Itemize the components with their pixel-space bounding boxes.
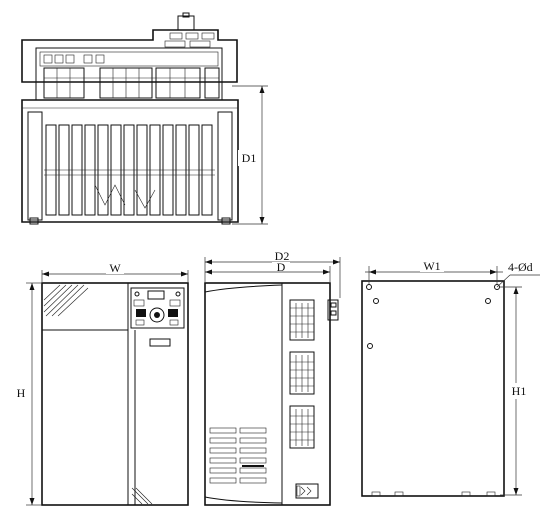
dimension-h: H — [12, 282, 42, 506]
dimension-d2-d: D2 D — [204, 249, 341, 298]
terminal-row-top — [43, 32, 215, 64]
front-view — [41, 282, 189, 506]
label-h1: H1 — [512, 384, 527, 398]
hole-callout: 4-Ød — [496, 260, 540, 288]
side-grille — [289, 299, 315, 449]
top-view — [21, 12, 239, 225]
vent-bottom — [131, 487, 153, 505]
label-d2: D2 — [275, 249, 290, 263]
side-view — [204, 282, 339, 506]
label-d1: D1 — [242, 151, 257, 165]
label-w: W — [109, 261, 121, 275]
dimension-h1: H1 — [500, 286, 530, 496]
terminal-row-main — [43, 67, 220, 99]
back-view — [361, 280, 505, 497]
dimension-w: W — [41, 261, 189, 282]
side-connector — [295, 483, 319, 499]
label-hole: 4-Ød — [508, 260, 533, 274]
keypad-panel — [130, 287, 185, 329]
label-w1: W1 — [423, 259, 440, 273]
heatsink-fins — [44, 124, 215, 216]
dimension-d1: D1 — [232, 85, 268, 225]
label-d: D — [277, 260, 286, 274]
dimension-w1: W1 — [365, 259, 503, 284]
vent-hatch — [43, 284, 89, 317]
label-h: H — [17, 386, 26, 400]
side-vents — [209, 427, 267, 484]
